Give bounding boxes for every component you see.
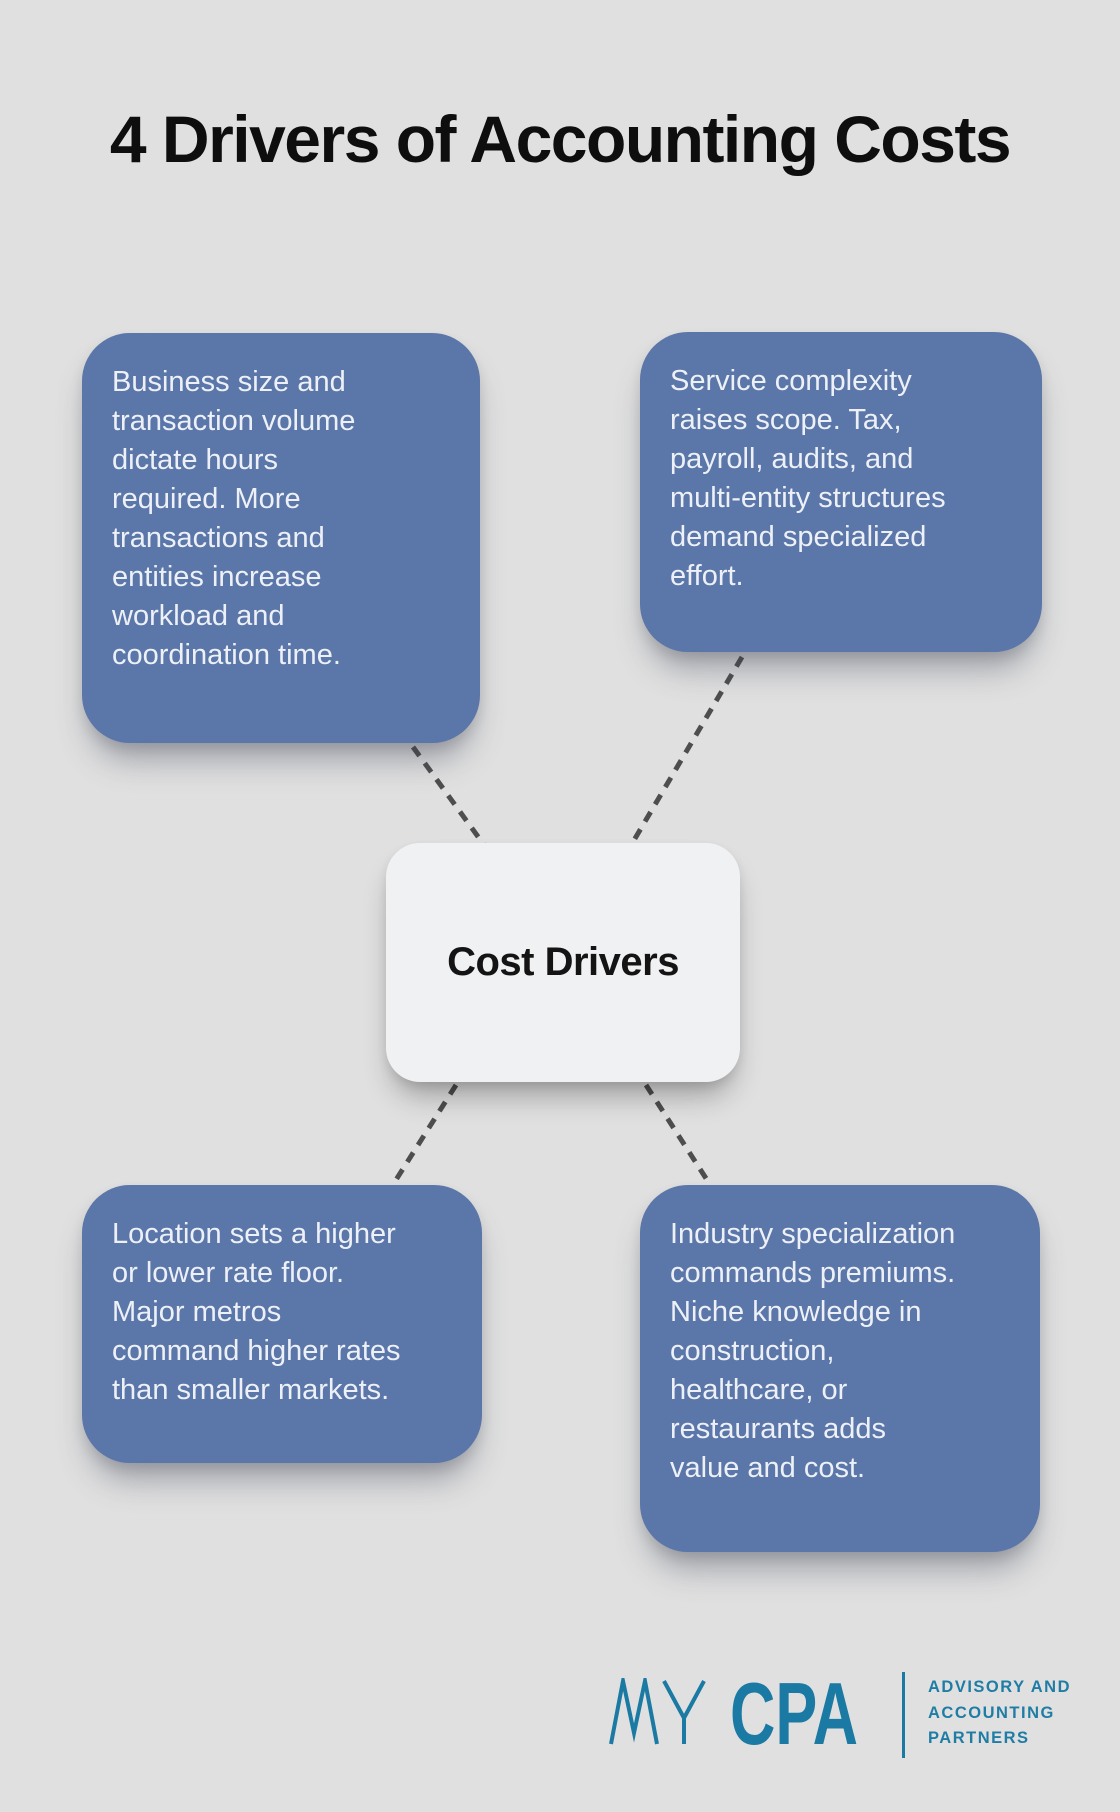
connector-bottom-right xyxy=(643,1083,712,1185)
logo-tagline-line: PARTNERS xyxy=(928,1729,1030,1747)
driver-box-location: Location sets a higher or lower rate flo… xyxy=(82,1185,482,1463)
logo-tagline-line: ADVISORY AND xyxy=(928,1678,1071,1696)
driver-box-business-size: Business size and transaction volume dic… xyxy=(82,333,480,743)
logo-tagline: ADVISORY AND ACCOUNTING PARTNERS xyxy=(928,1675,1071,1752)
company-logo: MY CPA ADVISORY AND ACCOUNTING PARTNERS xyxy=(608,1670,1078,1780)
logo-letter-my-icon xyxy=(609,1678,706,1745)
logo-wordmark-cpa-text: CPA xyxy=(730,1678,858,1746)
logo-divider xyxy=(902,1672,905,1758)
connector-top-right xyxy=(627,655,745,849)
driver-text-business-size: Business size and transaction volume dic… xyxy=(112,366,356,671)
center-node-label: Cost Drivers xyxy=(447,940,679,984)
driver-box-service-complexity: Service complexity raises scope. Tax, pa… xyxy=(640,332,1042,652)
logo-wordmark: CPA xyxy=(609,1678,858,1746)
center-node: Cost Drivers xyxy=(386,843,740,1082)
logo-wordmark-my-text: MY xyxy=(608,1670,609,1671)
connector-bottom-left xyxy=(391,1083,459,1185)
driver-text-location: Location sets a higher or lower rate flo… xyxy=(112,1218,401,1406)
driver-text-industry-specialization: Industry specialization commands premium… xyxy=(670,1218,956,1484)
page-title: 4 Drivers of Accounting Costs xyxy=(109,102,1012,176)
driver-text-service-complexity: Service complexity raises scope. Tax, pa… xyxy=(670,365,946,592)
logo-tagline-line: ACCOUNTING xyxy=(928,1703,1055,1722)
driver-box-industry-specialization: Industry specialization commands premium… xyxy=(640,1185,1040,1552)
connector-top-left xyxy=(410,745,490,851)
